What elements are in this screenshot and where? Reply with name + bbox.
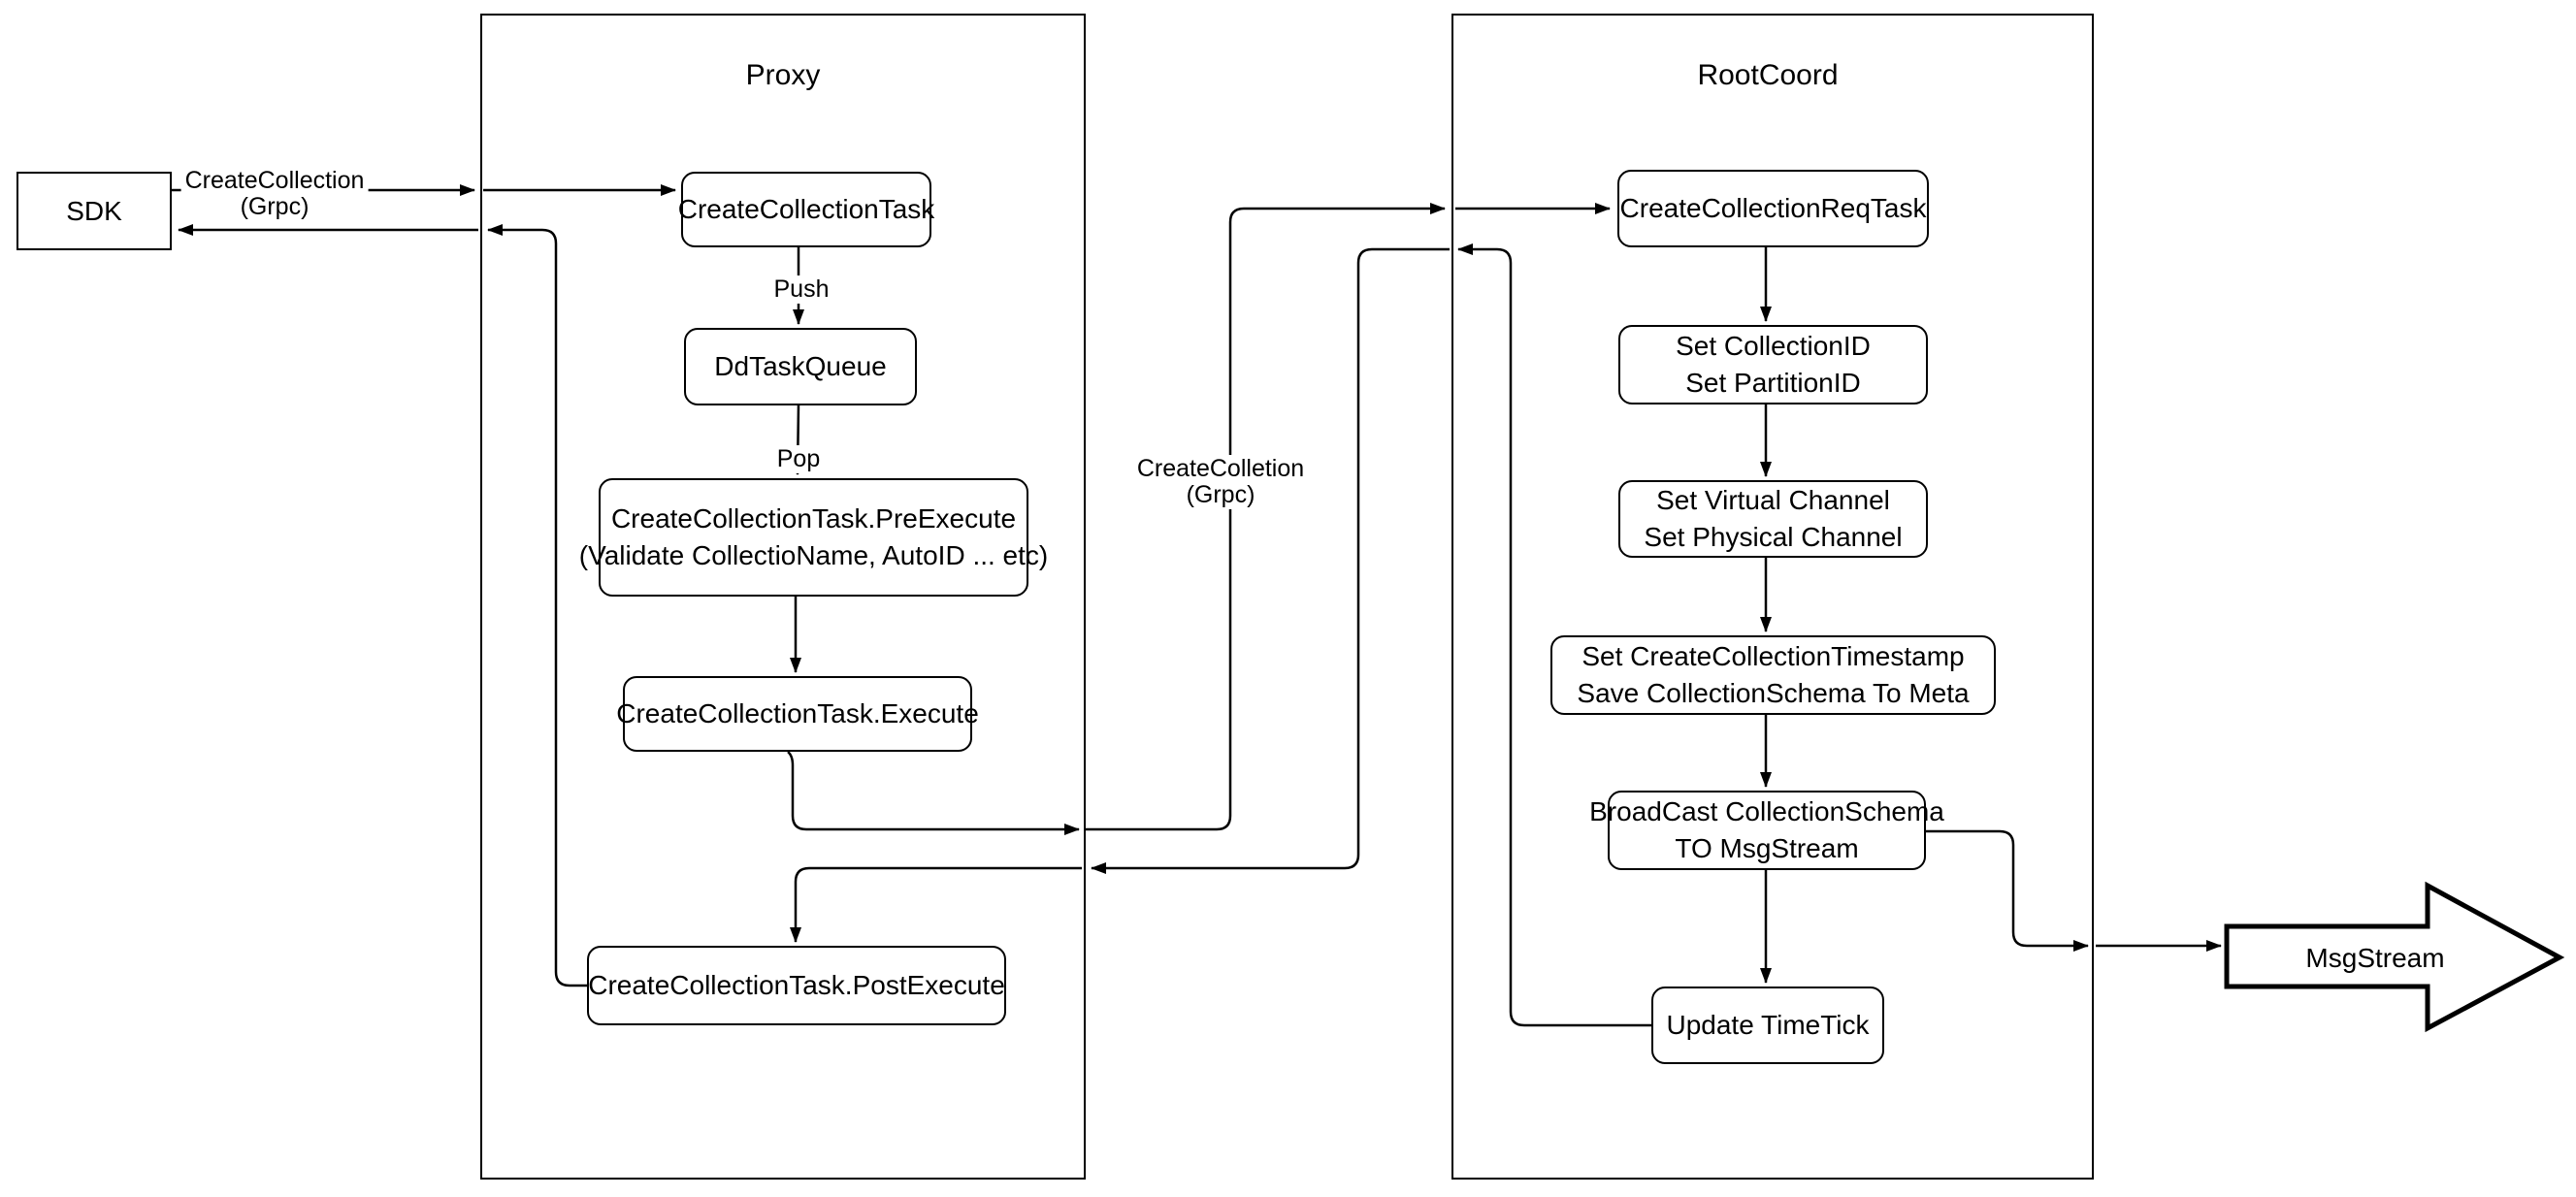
rootcoord-title: RootCoord [1697,59,1839,91]
node-post-execute-label: CreateCollectionTask.PostExecute [588,970,1005,1000]
node-req-task: CreateCollectionReqTask [1617,170,1929,247]
msgstream-label: MsgStream [2305,943,2445,973]
edge-label-create-colletion-line2: (Grpc) [1186,481,1255,508]
node-sdk-label: SDK [66,195,122,226]
node-set-timestamp-line1: Set CreateCollectionTimestamp [1581,641,1965,671]
node-create-collection-task-label: CreateCollectionTask [677,194,935,224]
node-pre-execute-line2: (Validate CollectioName, AutoID ... etc) [578,540,1049,570]
node-set-channels-line1: Set Virtual Channel [1656,485,1890,515]
node-set-channels-line2: Set Physical Channel [1644,522,1903,552]
node-execute: CreateCollectionTask.Execute [616,676,979,752]
edge-postexecute-to-proxy-left-border [487,224,587,987]
edge-label-create-colletion-line1: CreateColletion [1136,455,1305,482]
edge-label-create-collection-line2: (Grpc) [240,193,310,220]
edge-label-create-colletion-grpc: CreateColletion (Grpc) [1132,455,1309,509]
edge-rootcoord-border-to-proxy-border [1091,247,1450,874]
node-post-execute: CreateCollectionTask.PostExecute [587,946,1006,1025]
node-dd-task-queue: DdTaskQueue [684,328,917,405]
node-create-collection-task: CreateCollectionTask [678,172,934,247]
node-set-timestamp: Set CreateCollectionTimestamp Save Colle… [1550,635,1996,715]
proxy-container [480,14,1086,1180]
edge-proxy-border-to-postexecute [790,866,1082,943]
node-req-task-label: CreateCollectionReqTask [1619,193,1927,223]
edge-execute-to-proxy-border [787,751,1080,835]
node-set-ids: Set CollectionID Set PartitionID [1618,325,1928,404]
node-pre-execute-line1: CreateCollectionTask.PreExecute [610,503,1017,534]
rootcoord-container [1451,14,2094,1180]
node-sdk: SDK [16,172,172,250]
node-update-timetick: Update TimeTick [1651,987,1884,1064]
edge-label-create-collection-grpc: CreateCollection (Grpc) [180,167,369,221]
edge-label-pop: Pop [772,445,825,473]
msgstream-block-arrow [2224,881,2565,1033]
node-set-ids-line1: Set CollectionID [1676,331,1871,361]
node-broadcast-line2: TO MsgStream [1675,833,1859,863]
edge-proxy-border-to-rootcoord-border [1085,203,1446,831]
edge-timetick-to-rootcoord-border [1457,243,1651,1027]
node-set-timestamp-line2: Save CollectionSchema To Meta [1577,678,1970,708]
proxy-title: Proxy [745,59,821,91]
node-set-channels: Set Virtual Channel Set Physical Channel [1618,480,1928,558]
node-execute-label: CreateCollectionTask.Execute [616,698,979,728]
edge-label-push: Push [769,275,833,304]
node-dd-task-queue-label: DdTaskQueue [714,351,887,381]
node-pre-execute: CreateCollectionTask.PreExecute (Validat… [579,478,1048,597]
node-broadcast: BroadCast CollectionSchema TO MsgStream [1589,791,1944,870]
edge-label-create-collection-line1: CreateCollection [184,167,365,194]
node-set-ids-line2: Set PartitionID [1685,368,1861,398]
edge-broadcast-to-rootcoord-right-border [1926,829,2089,952]
node-update-timetick-label: Update TimeTick [1666,1010,1870,1040]
node-broadcast-line1: BroadCast CollectionSchema [1589,796,1944,826]
